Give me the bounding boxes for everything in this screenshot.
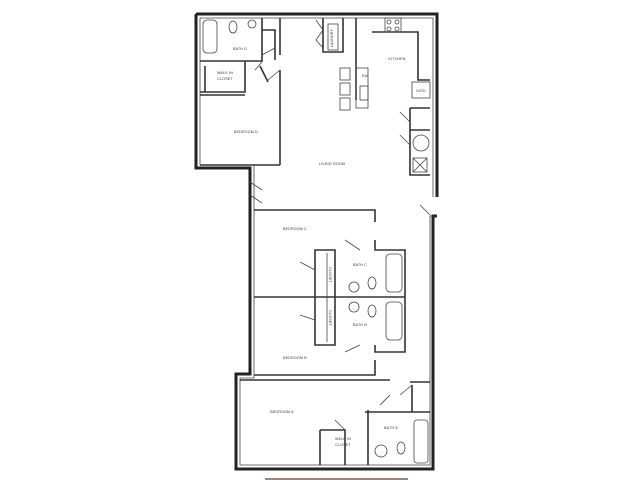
bedroom-a-walls — [240, 379, 430, 465]
door-swing-icon — [399, 111, 431, 216]
toilet-icon — [367, 304, 377, 318]
sink-icon — [348, 281, 360, 293]
stool-icon — [339, 82, 351, 96]
label-bath-a: BATH A — [384, 426, 398, 430]
label-closet-b: CLOSET — [328, 310, 332, 326]
label-walk-in-closet-d-2: CLOSET — [217, 77, 233, 81]
label-living-room: LIVING ROOM — [319, 162, 345, 166]
label-bath-b: BATH B — [353, 323, 367, 327]
entry-door-icon — [249, 181, 263, 204]
toilet-icon — [367, 276, 377, 290]
label-bedroom-b: BEDROOM B — [283, 356, 307, 360]
toilet-icon — [396, 441, 406, 455]
hvac-icon — [412, 157, 428, 173]
sink-icon — [359, 85, 369, 101]
label-bedroom-a: BEDROOM A — [270, 410, 294, 414]
stove-icon — [384, 17, 402, 33]
burner-icon — [386, 19, 392, 25]
washer-icon — [327, 23, 339, 51]
label-bedroom-d: BEDROOM D — [234, 130, 258, 134]
interior-walls-bedroom-d — [200, 18, 281, 166]
door-swing-icon — [315, 19, 324, 49]
bedroom-c-walls — [254, 209, 406, 376]
label-dish: DISH — [416, 89, 426, 93]
toilet-icon — [228, 20, 238, 34]
label-bath-c: BATH C — [353, 263, 367, 267]
burner-icon — [394, 19, 400, 25]
door-swing-icon — [254, 47, 281, 81]
sink-icon — [348, 301, 360, 313]
door-swing-icon — [299, 239, 361, 353]
door-swing-icon — [334, 384, 413, 431]
label-closet-c: CLOSET — [328, 267, 332, 283]
label-bath-d: BATH D — [233, 47, 247, 51]
exterior-wall — [194, 12, 439, 471]
bathtub-icon — [385, 253, 403, 293]
stool-icon — [339, 67, 351, 81]
burner-icon — [386, 26, 392, 32]
laundry-walls — [322, 18, 344, 53]
water-heater-icon — [412, 134, 430, 152]
label-laundry: LAUNDRY — [330, 28, 334, 47]
sink-icon — [247, 19, 257, 29]
label-bedroom-c: BEDROOM C — [283, 227, 307, 231]
bathtub-icon — [202, 19, 218, 54]
label-walk-in-closet-a-2: CLOSET — [335, 443, 351, 447]
label-dw: DW — [362, 74, 369, 78]
bathtub-icon — [385, 301, 403, 341]
label-kitchen: KITCHEN — [388, 57, 405, 61]
bathtub-icon — [413, 419, 429, 464]
hvac-icon — [412, 157, 428, 173]
dish-box — [411, 81, 431, 99]
burner-icon — [394, 26, 400, 32]
stool-icon — [339, 97, 351, 111]
label-walk-in-closet-d: WALK IN — [217, 71, 233, 75]
label-walk-in-closet-a: WALK IN — [335, 437, 351, 441]
sink-icon — [374, 444, 388, 458]
